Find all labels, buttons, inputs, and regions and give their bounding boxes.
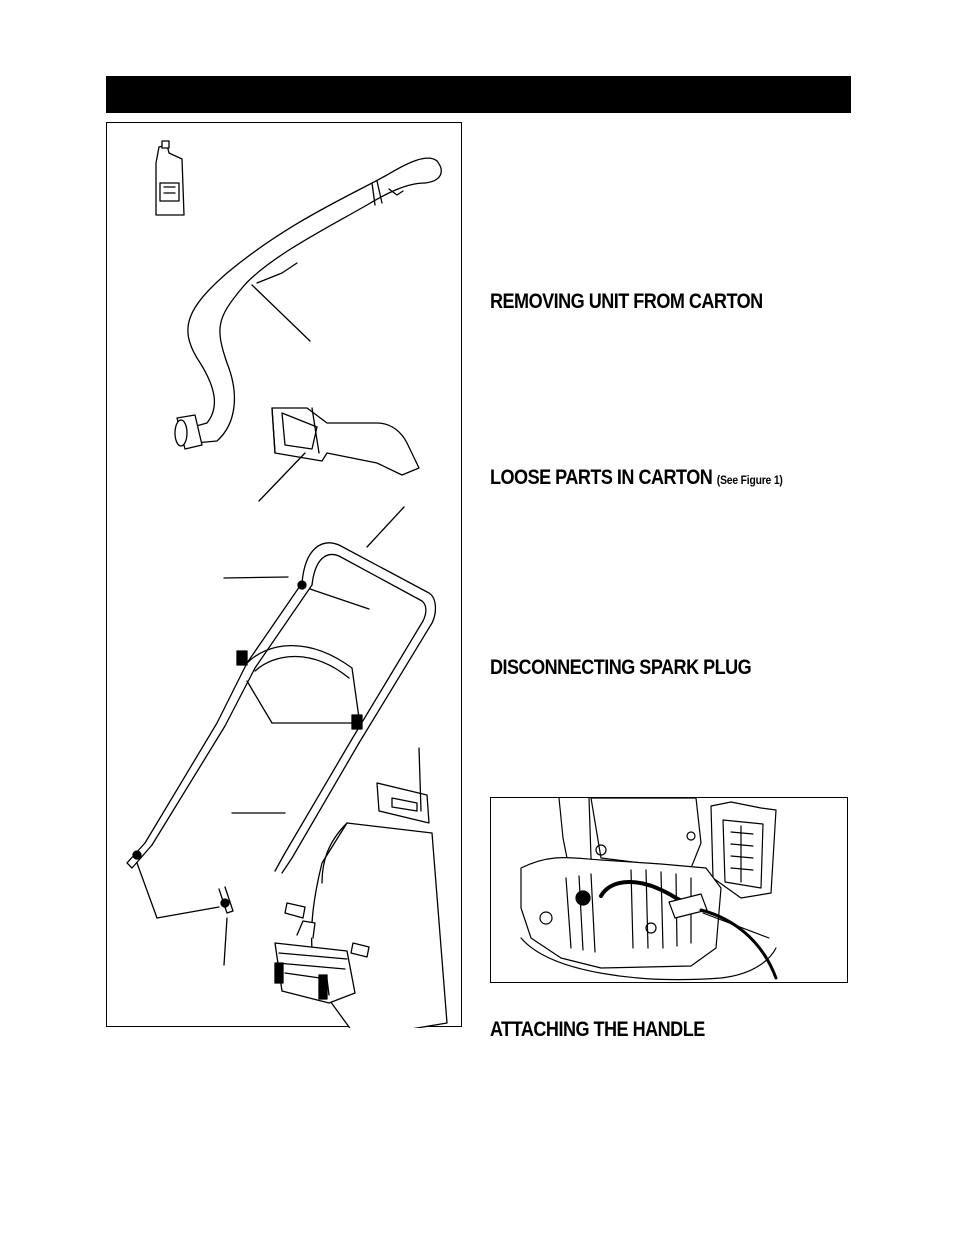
heading-loose-parts-text: LOOSE PARTS IN CARTON <box>490 466 713 489</box>
heading-disconnecting-plug: DISCONNECTING SPARK PLUG <box>490 656 752 679</box>
oil-bottle-icon <box>155 140 185 216</box>
spark-plug-wire-icon <box>599 880 778 980</box>
hose-adapter-icon <box>258 407 420 502</box>
vacuum-hose-icon <box>174 157 442 450</box>
heading-attaching-handle: ATTACHING THE HANDLE <box>490 1018 705 1041</box>
heading-loose-parts: LOOSE PARTS IN CARTON (See Figure 1) <box>490 466 783 490</box>
engine-cylinder-icon <box>520 798 777 981</box>
housing-nozzle-icon <box>274 920 356 1004</box>
handle-assembly-icon <box>126 506 437 966</box>
spark-plug-figure <box>490 797 848 983</box>
heading-removing-unit: REMOVING UNIT FROM CARTON <box>490 290 763 313</box>
loose-parts-figure <box>106 122 462 1028</box>
figure-reference-note: (See Figure 1) <box>716 473 783 487</box>
section-header-bar <box>106 76 851 113</box>
